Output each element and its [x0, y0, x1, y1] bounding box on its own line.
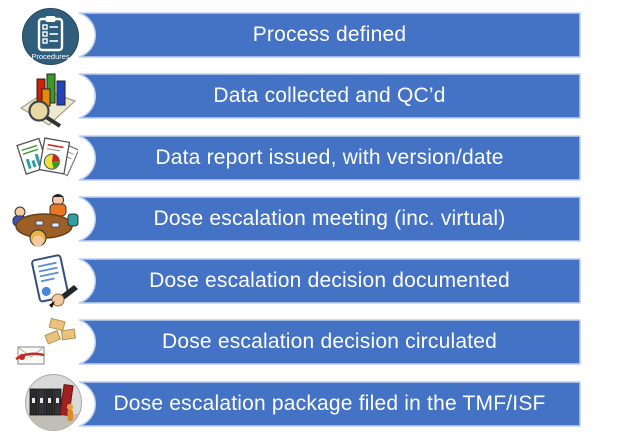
step-row-data-report: Data report issued, with version/date: [0, 135, 620, 181]
report-pages-icon: [14, 129, 80, 196]
step-label: Dose escalation decision documented: [149, 269, 510, 292]
signed-document-icon: [22, 250, 86, 319]
meeting-table-icon: [8, 188, 84, 257]
step-bar: [78, 73, 581, 119]
step-row-decision-documented: Dose escalation decision documented: [0, 254, 620, 308]
step-label: Dose escalation package filed in the TMF…: [113, 392, 546, 415]
step-bar: [78, 381, 581, 427]
step-row-package-filed: Dose escalation package filed in the TMF…: [0, 374, 620, 431]
envelopes-icon: [14, 315, 80, 378]
step-label: Data report issued, with version/date: [155, 146, 504, 169]
step-row-decision-circulated: Dose escalation decision circulated: [0, 317, 620, 365]
step-row-process-defined: Procedures Process defined: [0, 8, 620, 65]
procedures-clipboard-icon: Procedures: [22, 8, 79, 70]
step-label: Dose escalation decision circulated: [161, 330, 497, 353]
bar-chart-magnifier-icon: [16, 67, 78, 134]
step-label: Data collected and QC’d: [213, 84, 446, 107]
step-bar: [78, 258, 581, 304]
step-bar: [78, 12, 581, 58]
step-row-data-collected: Data collected and QC’d: [0, 73, 620, 128]
step-row-meeting: Dose escalation meeting (inc. virtual): [0, 194, 620, 247]
step-label: Dose escalation meeting (inc. virtual): [153, 207, 506, 230]
step-label: Process defined: [252, 23, 407, 46]
step-bar: [78, 135, 581, 181]
step-bar: [78, 196, 581, 242]
binders-archive-icon: [25, 374, 82, 436]
procedures-caption: Procedures: [31, 52, 70, 61]
step-bar: [78, 319, 581, 365]
